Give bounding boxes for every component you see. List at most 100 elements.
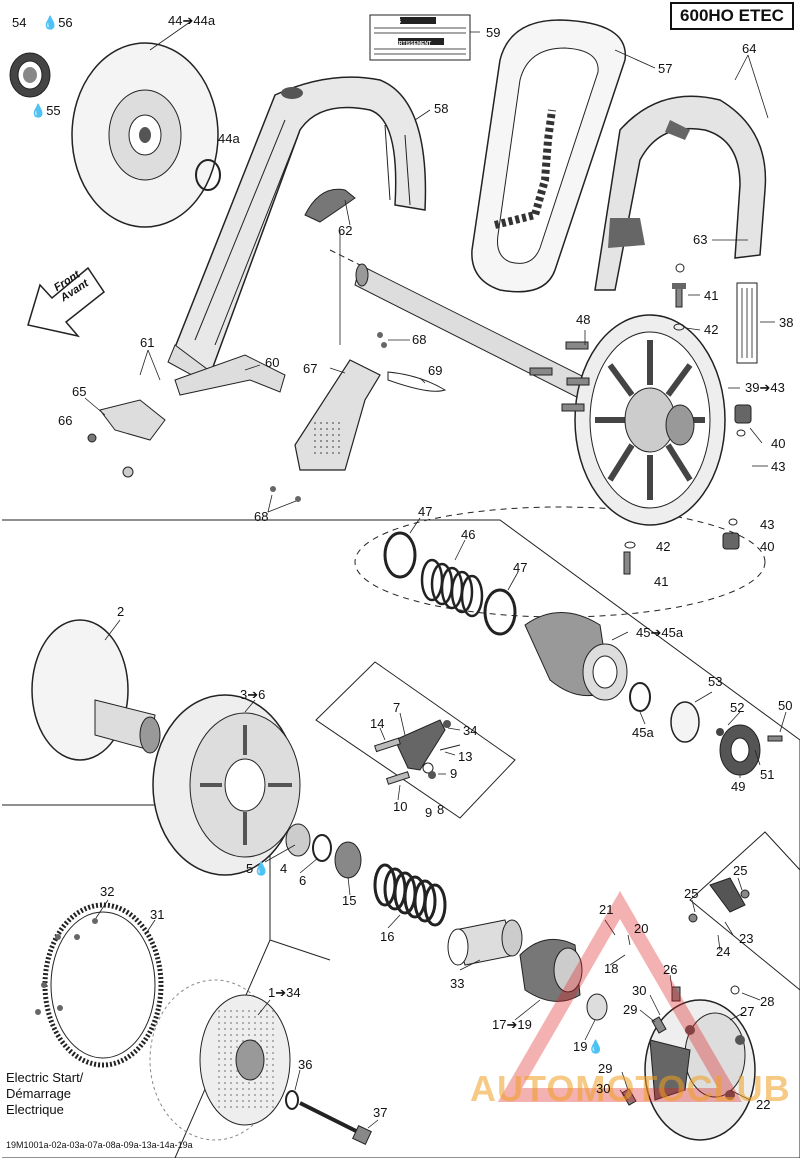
callout-32: 32 — [100, 884, 115, 899]
callout-30-a: 30 — [632, 983, 647, 998]
nut-bottom — [122, 466, 134, 478]
electric-start-line2: Démarrage — [6, 1086, 72, 1101]
screws-68 — [270, 332, 387, 502]
callout-3-6: 3➔6 — [240, 687, 266, 702]
callout-44a: 44a — [218, 131, 240, 146]
bolts-48 — [529, 341, 590, 412]
callout-38: 38 — [779, 315, 794, 330]
callout-50: 50 — [778, 698, 793, 713]
callout-4: 4 — [280, 861, 288, 876]
callout-40-bot: 40 — [760, 539, 775, 554]
callout-13: 13 — [458, 749, 473, 764]
pin-69 — [387, 371, 447, 392]
spring-16 — [373, 863, 447, 927]
callout-37: 37 — [373, 1105, 388, 1120]
callout-23: 23 — [739, 931, 754, 946]
callout-44-44a: 44➔44a — [168, 13, 216, 28]
damper-62 — [304, 188, 356, 223]
callout-41-bot: 41 — [654, 574, 669, 589]
slider-40-top — [734, 404, 752, 424]
callout-9-a: 9 — [450, 766, 458, 781]
driven-pulley-39 — [574, 314, 726, 526]
callout-18: 18 — [604, 961, 619, 976]
callout-25-a: 25 — [733, 863, 748, 878]
callout-65: 65 — [72, 384, 87, 399]
electric-start-line3: Electrique — [6, 1102, 64, 1117]
watermark-triangle — [497, 891, 743, 1102]
callout-33: 33 — [450, 976, 465, 991]
callout-55-num: 55 — [46, 103, 61, 118]
callout-19-num: 19 — [573, 1039, 588, 1054]
bracket-65 — [99, 399, 166, 441]
callout-27: 27 — [740, 1004, 755, 1019]
bushing-19 — [586, 993, 608, 1021]
washer-47-top — [383, 531, 417, 579]
callout-51: 51 — [760, 767, 775, 782]
callout-56: 💧56 — [42, 15, 73, 30]
callout-46: 46 — [461, 527, 476, 542]
lever-7 — [374, 719, 461, 785]
washer-43-bot — [728, 518, 738, 526]
callout-53: 53 — [708, 674, 723, 689]
model-label: 600HO ETEC — [670, 2, 794, 30]
callout-63: 63 — [693, 232, 708, 247]
callout-8: 8 — [437, 802, 445, 817]
callout-57: 57 — [658, 61, 673, 76]
callout-6: 6 — [299, 873, 307, 888]
washer-42-bot — [624, 541, 636, 549]
callout-16: 16 — [380, 929, 395, 944]
spider-22 — [644, 999, 756, 1141]
callout-47-top: 47 — [418, 504, 433, 519]
sleeve-33 — [447, 919, 523, 966]
callout-58: 58 — [434, 101, 449, 116]
callout-24: 24 — [716, 944, 731, 959]
callout-61: 61 — [140, 335, 155, 350]
callout-5: 5💧 — [246, 861, 270, 876]
callout-45a: 45a — [632, 725, 654, 740]
bracket-60 — [174, 354, 286, 396]
circlip-6 — [312, 834, 332, 862]
washer-43-top — [736, 429, 746, 437]
washer-47-bot — [483, 588, 517, 636]
lever-detail-frame — [315, 661, 516, 819]
lower-section-frame — [2, 519, 800, 1158]
callout-52: 52 — [730, 700, 745, 715]
callout-48: 48 — [576, 312, 591, 327]
arm-detail-frame — [689, 831, 800, 991]
callout-30-b: 30 — [596, 1081, 611, 1096]
decal-warning-text: WARNING — [377, 19, 402, 25]
pins-29-30 — [621, 985, 740, 1106]
callout-21: 21 — [599, 902, 614, 917]
front-direction-arrow — [27, 266, 106, 338]
callout-17-19: 17➔19 — [492, 1017, 532, 1032]
callout-1-34: 1➔34 — [268, 985, 301, 1000]
callout-2: 2 — [117, 604, 125, 619]
bearing-54 — [9, 52, 51, 98]
washer-53 — [670, 701, 700, 743]
washer-42-top — [673, 323, 685, 331]
decal-38 — [736, 282, 758, 364]
callout-43-top: 43 — [771, 459, 786, 474]
governor-cup-17 — [519, 938, 583, 1002]
bolt-41-bot — [623, 551, 631, 575]
movable-sheave-3 — [152, 694, 301, 876]
callout-64: 64 — [742, 41, 757, 56]
guard-bracket-58 — [167, 76, 427, 386]
support-67 — [294, 359, 381, 471]
belt-guard-63 — [594, 95, 767, 291]
callout-40-top: 40 — [771, 436, 786, 451]
callout-14: 14 — [370, 716, 385, 731]
bushing-4 — [285, 823, 311, 857]
callout-34-small: 34 — [463, 723, 478, 738]
washer-36 — [285, 1090, 299, 1110]
clamp-49 — [719, 724, 761, 776]
callout-42-bot: 42 — [656, 539, 671, 554]
electric-start-line1: Electric Start/ — [6, 1070, 84, 1085]
callout-22: 22 — [756, 1097, 771, 1112]
callout-41-top: 41 — [704, 288, 719, 303]
fixed-sheave-2 — [31, 619, 161, 761]
callout-26: 26 — [663, 962, 678, 977]
callout-20: 20 — [634, 921, 649, 936]
